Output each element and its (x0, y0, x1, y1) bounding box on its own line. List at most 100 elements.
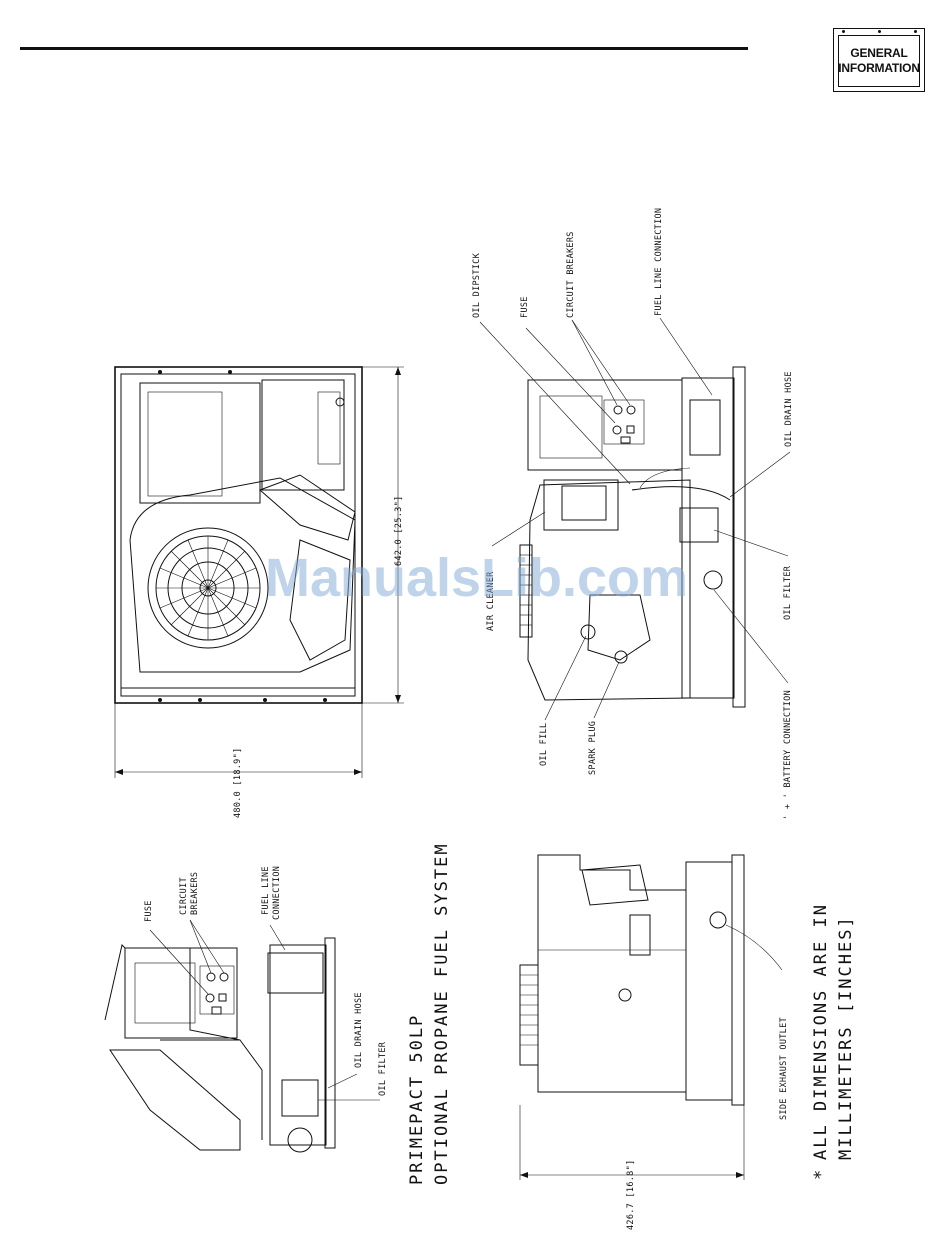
note-asterisk: * (811, 1168, 831, 1180)
fuel-regulator (689, 399, 721, 456)
lp-label-oil-filter: OIL FILTER (378, 1041, 388, 1096)
oil-filter (679, 507, 719, 543)
end-mount (618, 988, 632, 1002)
breaker (613, 405, 623, 415)
fan-blades (156, 536, 260, 640)
oil-drain-hose (631, 486, 731, 501)
end-fin-lines (520, 974, 538, 1046)
label-fuse: FUSE (520, 296, 530, 318)
frame-side (681, 377, 735, 699)
end-bracket (629, 914, 651, 956)
lp-label-fuel-2: CONNECTION (272, 866, 282, 920)
control-box (527, 379, 683, 471)
hose (639, 467, 691, 489)
propane-view: FUSE CIRCUIT BREAKERS FUEL LINE CONNECTI… (104, 842, 452, 1185)
badge-label: GENERAL INFORMATION (838, 35, 920, 87)
fin-lines (520, 554, 532, 626)
badge-dot (878, 30, 881, 33)
control-panel (147, 391, 223, 497)
leader-lines (479, 317, 791, 721)
fan-outer (147, 527, 269, 649)
lp-label-fuse: FUSE (144, 900, 154, 922)
label-oil-fill: OIL FILL (539, 723, 549, 766)
header-rule (20, 47, 748, 50)
badge-line-1: GENERAL (850, 46, 908, 60)
exhaust-outlet (709, 911, 727, 929)
lp-title-1: PRIMEPACT 50LP (407, 1014, 427, 1185)
base-rail (732, 366, 746, 708)
label-fuel-line-connection: FUEL LINE CONNECTION (654, 208, 664, 316)
battery-terminal (703, 570, 723, 590)
label-battery-connection: ' + ' BATTERY CONNECTION (783, 690, 793, 820)
spark-plug (614, 650, 628, 664)
watermark: ManualsLib.com (265, 548, 688, 608)
end-frame (685, 861, 733, 1101)
label-side-exhaust-outlet: SIDE EXHAUST OUTLET (779, 1017, 789, 1120)
lp-fuse-holder (205, 993, 215, 1003)
lp-label-circuit-1: CIRCUIT (179, 877, 189, 915)
engine-head (259, 474, 356, 541)
fuel-block (261, 379, 345, 491)
note-line-1: ALL DIMENSIONS ARE IN (811, 903, 831, 1160)
switch (626, 425, 635, 434)
lp-control-panel (134, 962, 196, 1024)
lp-base-rail (324, 937, 336, 1149)
lp-oil-filter (281, 1079, 319, 1117)
lp-frame (269, 944, 327, 1146)
engine-block (527, 479, 691, 701)
breaker (626, 405, 636, 415)
mount-bolts (158, 370, 327, 702)
lp-label-fuel-1: FUEL LINE (261, 866, 271, 915)
control-panel (539, 395, 603, 459)
lp-leader-lines (149, 919, 380, 1101)
lp-label-circuit-2: BREAKERS (190, 872, 200, 915)
lp-control-box (124, 947, 238, 1039)
lp-switch (211, 1006, 222, 1015)
end-cylinder-head (581, 864, 649, 906)
oil-fill-cap (580, 624, 596, 640)
top-view-base (120, 373, 356, 697)
badge-dot (842, 30, 845, 33)
top-view-frame (114, 366, 363, 704)
lp-breaker (206, 972, 216, 982)
label-circuit-breakers: CIRCUIT BREAKERS (566, 231, 576, 318)
end-view: SIDE EXHAUST OUTLET 426.7 [16.8"] (519, 854, 789, 1230)
badge-line-2: INFORMATION (838, 61, 920, 75)
cooling-fins (519, 544, 533, 638)
side-view: OIL DIPSTICK FUSE CIRCUIT BREAKERS FUEL … (472, 208, 794, 820)
label-air-cleaner: AIR CLEANER (486, 571, 496, 631)
end-engine-body (537, 854, 687, 1093)
label-oil-dipstick: OIL DIPSTICK (472, 252, 482, 318)
cylinder-head (587, 594, 651, 661)
section-badge: GENERAL INFORMATION (833, 28, 925, 92)
label-spark-plug: SPARK PLUG (588, 721, 598, 775)
fuel-fittings (317, 391, 341, 465)
lp-hose (160, 1039, 263, 1140)
lp-switch (218, 993, 227, 1002)
top-view: 642.0 [25.3"] 480.0 [18.9"] (114, 366, 404, 818)
badge-dot (914, 30, 917, 33)
lp-title-2: OPTIONAL PROPANE FUEL SYSTEM (432, 842, 452, 1185)
label-oil-drain-hose: OIL DRAIN HOSE (784, 371, 794, 447)
dim-width-text: 480.0 [18.9"] (233, 748, 243, 818)
breaker-plate (603, 399, 645, 445)
dim-length-text: 642.0 [25.3"] (394, 496, 404, 566)
air-cleaner-cover (561, 485, 607, 521)
blower-housing (129, 477, 356, 673)
control-box (139, 382, 261, 504)
exhaust-leader (725, 924, 783, 971)
air-cleaner-housing (543, 479, 619, 531)
lp-regulator (267, 952, 324, 994)
lp-engine (109, 1049, 241, 1151)
switch (620, 436, 631, 444)
dim-end-width-text: 426.7 [16.8"] (626, 1160, 636, 1230)
fitting (335, 397, 345, 407)
label-oil-filter: OIL FILTER (783, 565, 793, 620)
lp-breaker (219, 972, 229, 982)
lp-label-oil-drain-hose: OIL DRAIN HOSE (354, 992, 364, 1068)
note-line-2: MILLIMETERS [INCHES] (836, 915, 856, 1160)
lp-battery (287, 1127, 313, 1153)
muffler (289, 539, 351, 661)
dimension-note: * ALL DIMENSIONS ARE IN MILLIMETERS [INC… (811, 903, 856, 1180)
